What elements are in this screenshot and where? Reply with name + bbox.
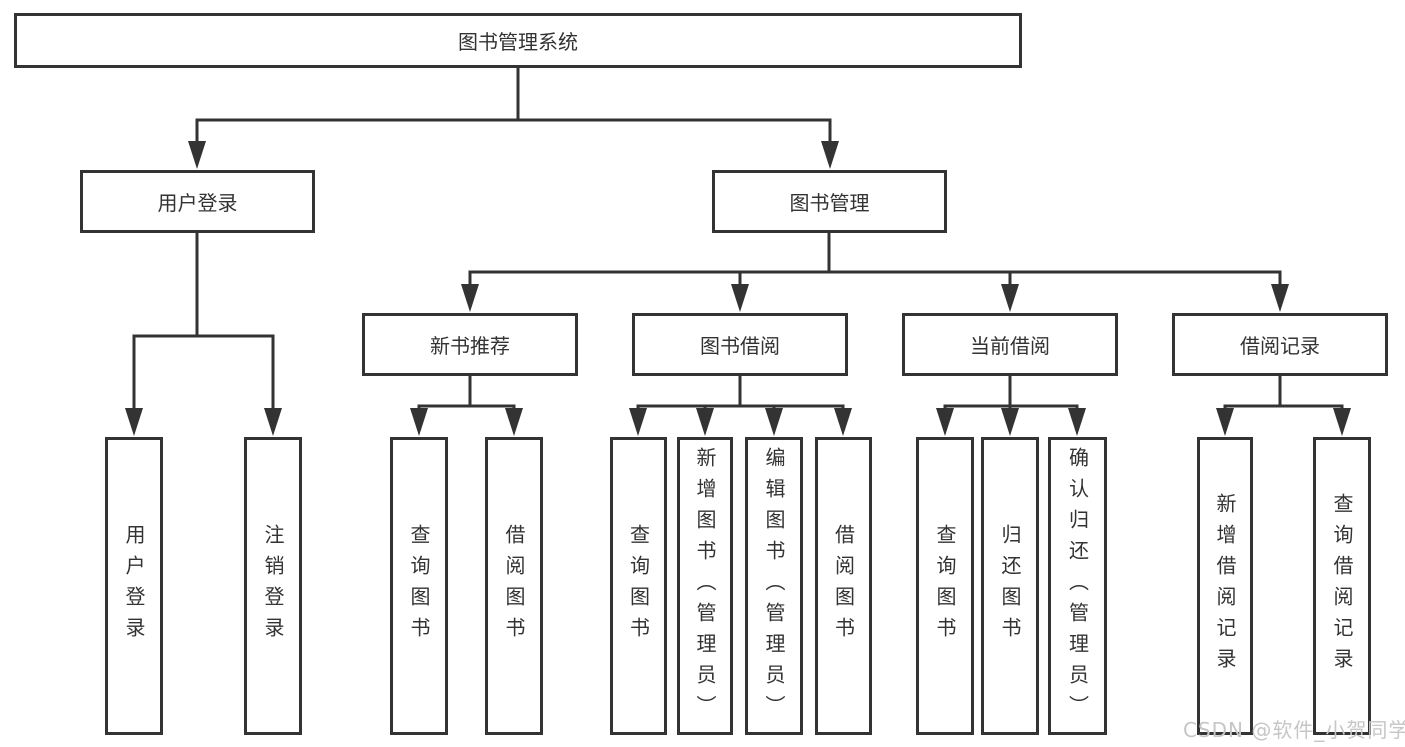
arrowhead	[765, 408, 783, 436]
leaf-borrowing-borrow-books: 借阅图书	[815, 437, 872, 735]
connector-userlogin-to-leaves	[132, 231, 275, 413]
arrowhead	[505, 408, 523, 436]
arrowhead	[1001, 408, 1019, 436]
arrowhead	[1216, 408, 1234, 436]
leaf-borrowing-query-books: 查询图书	[610, 437, 667, 735]
arrowhead	[1068, 408, 1086, 436]
leaf-current-query-books-label: 查询图书	[933, 524, 957, 648]
node-user-login: 用户登录	[80, 170, 315, 233]
connector-root-to-level2	[195, 66, 832, 146]
leaf-records-add-record-label: 新增借阅记录	[1213, 493, 1237, 679]
arrowhead	[1271, 284, 1289, 312]
leaf-user-login-label: 用户登录	[122, 524, 146, 648]
leaf-borrowing-borrow-books-label: 借阅图书	[831, 524, 856, 648]
arrowhead	[696, 408, 714, 436]
node-book-borrowing: 图书借阅	[632, 313, 848, 376]
node-library-system-label: 图书管理系统	[458, 30, 578, 54]
node-borrowing-records: 借阅记录	[1172, 313, 1388, 376]
arrowhead	[264, 408, 282, 436]
arrowhead	[834, 408, 852, 436]
csdn-watermark: CSDN @软件_小贺同学	[1183, 718, 1405, 742]
leaf-records-add-record: 新增借阅记录	[1197, 437, 1253, 735]
node-library-system: 图书管理系统	[14, 13, 1022, 68]
leaf-recommend-borrow-books: 借阅图书	[485, 437, 543, 735]
leaf-current-confirm-return-admin: 确认归还（管理员）	[1048, 437, 1107, 735]
connector-records-to-leaves	[1223, 374, 1344, 413]
leaf-borrowing-edit-books-admin: 编辑图书（管理员）	[745, 437, 803, 735]
leaf-current-query-books: 查询图书	[916, 437, 974, 735]
connector-bookmgmt-to-level3	[468, 231, 1282, 289]
node-book-management: 图书管理	[712, 170, 947, 233]
leaf-records-query-record: 查询借阅记录	[1313, 437, 1371, 735]
leaf-recommend-query-books-label: 查询图书	[407, 524, 431, 648]
node-current-borrowing-label: 当前借阅	[970, 334, 1050, 358]
leaf-current-return-books: 归还图书	[981, 437, 1039, 735]
leaf-logout: 注销登录	[244, 437, 302, 735]
connector-recommend-to-leaves	[417, 374, 516, 413]
leaf-borrowing-add-books-admin-label: 新增图书（管理员）	[693, 446, 717, 726]
arrowhead	[731, 284, 749, 312]
node-new-book-recommendation-label: 新书推荐	[430, 334, 510, 358]
leaf-user-login: 用户登录	[105, 437, 163, 735]
leaf-records-query-record-label: 查询借阅记录	[1330, 493, 1354, 679]
node-current-borrowing: 当前借阅	[902, 313, 1118, 376]
leaf-current-confirm-return-admin-label: 确认归还（管理员）	[1065, 446, 1090, 726]
arrowhead	[410, 408, 428, 436]
leaf-borrowing-query-books-label: 查询图书	[626, 524, 651, 648]
arrowhead	[629, 408, 647, 436]
arrowhead	[461, 284, 479, 312]
node-book-management-label: 图书管理	[789, 191, 870, 215]
arrowhead	[1333, 408, 1351, 436]
node-book-borrowing-label: 图书借阅	[700, 334, 780, 358]
node-new-book-recommendation: 新书推荐	[362, 313, 578, 376]
leaf-recommend-query-books: 查询图书	[390, 437, 448, 735]
connector-current-to-leaves	[943, 374, 1079, 413]
arrowhead	[821, 141, 839, 169]
leaf-borrowing-edit-books-admin-label: 编辑图书（管理员）	[762, 446, 786, 726]
arrowhead	[936, 408, 954, 436]
connector-borrowing-to-leaves	[636, 374, 845, 413]
leaf-logout-label: 注销登录	[261, 524, 285, 648]
node-user-login-label: 用户登录	[157, 191, 238, 215]
leaf-borrowing-add-books-admin: 新增图书（管理员）	[677, 437, 733, 735]
arrowhead	[1001, 284, 1019, 312]
arrowhead	[188, 141, 206, 169]
leaf-recommend-borrow-books-label: 借阅图书	[502, 524, 526, 648]
leaf-current-return-books-label: 归还图书	[998, 524, 1022, 648]
node-borrowing-records-label: 借阅记录	[1240, 334, 1320, 358]
arrowhead	[125, 408, 143, 436]
